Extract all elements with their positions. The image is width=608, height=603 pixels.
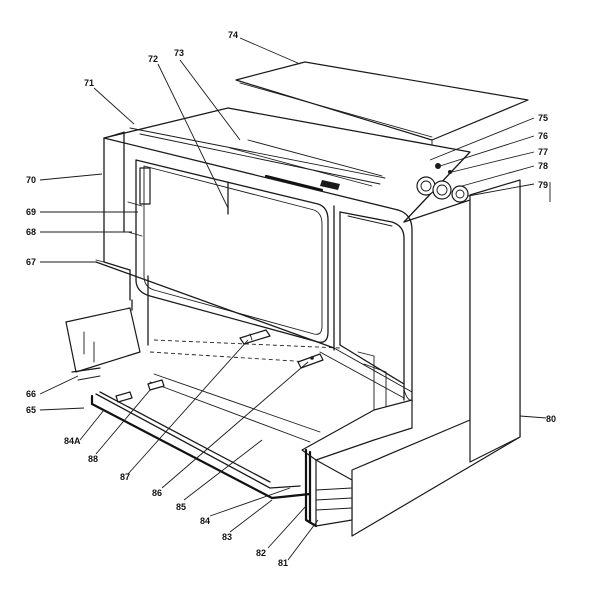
oven-window-frame xyxy=(135,159,329,343)
label-67: 67 xyxy=(26,257,36,267)
label-69: 69 xyxy=(26,207,36,217)
cabinet-lower-body xyxy=(95,261,413,421)
clips xyxy=(115,329,324,403)
label-71: 71 xyxy=(84,78,94,88)
label-84: 84 xyxy=(200,516,210,526)
label-68: 68 xyxy=(26,227,36,237)
label-80: 80 xyxy=(546,414,556,424)
label-84a: 84A xyxy=(64,436,81,446)
label-73: 73 xyxy=(174,48,184,58)
label-83: 83 xyxy=(222,532,232,542)
label-86: 86 xyxy=(152,488,162,498)
label-85: 85 xyxy=(176,502,186,512)
label-70: 70 xyxy=(26,175,36,185)
part-74-top-panel xyxy=(235,61,529,146)
part-66-bracket-plate xyxy=(65,299,141,381)
leader-lines xyxy=(39,37,551,561)
label-78: 78 xyxy=(538,161,548,171)
label-65: 65 xyxy=(26,405,36,415)
label-76: 76 xyxy=(538,131,548,141)
part-70-left-frame xyxy=(95,131,151,271)
label-82: 82 xyxy=(256,548,266,558)
label-72: 72 xyxy=(148,54,158,64)
control-knobs xyxy=(416,163,469,203)
label-81: 81 xyxy=(278,558,288,568)
cabinet-right-front xyxy=(333,183,519,403)
callout-labels: 74 73 72 71 70 69 68 67 66 65 84A 88 87 … xyxy=(26,30,556,568)
label-77: 77 xyxy=(538,147,548,157)
label-88: 88 xyxy=(88,454,98,464)
label-79: 79 xyxy=(538,180,548,190)
label-87: 87 xyxy=(120,472,130,482)
label-75: 75 xyxy=(538,113,548,123)
label-74: 74 xyxy=(228,30,238,40)
part-80-side-panel xyxy=(351,179,521,537)
part-83-84-bottom-frame xyxy=(90,373,321,500)
cabinet-top xyxy=(103,107,471,223)
label-66: 66 xyxy=(26,389,36,399)
part-81-82-kick-panel xyxy=(301,399,413,528)
